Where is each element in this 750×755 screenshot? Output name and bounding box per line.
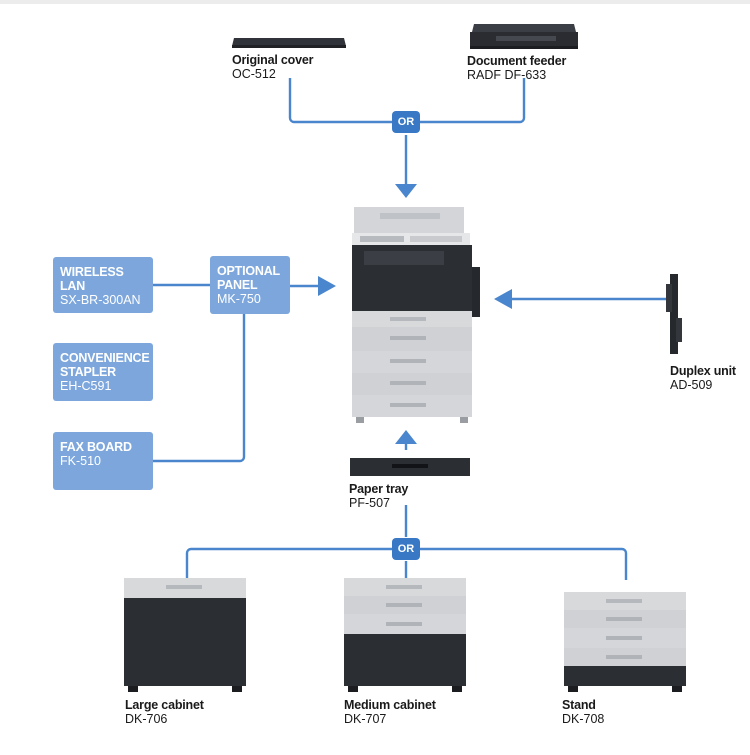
duplex-unit-label: Duplex unit AD-509: [670, 364, 736, 392]
arrow-down-to-copier: [395, 184, 417, 198]
duplex-unit-image: [666, 274, 682, 354]
document-feeder-image: [470, 24, 578, 49]
top-strip: [0, 0, 750, 4]
medium-cabinet-image: [344, 578, 466, 692]
paper-tray-label: Paper tray PF-507: [349, 482, 409, 510]
copier-image: [352, 207, 480, 423]
line-document-feeder: [420, 78, 526, 124]
optional-panel-box: OPTIONAL PANEL MK-750: [210, 256, 290, 314]
original-cover-image: [232, 38, 346, 48]
convenience-stapler-box: CONVENIENCE STAPLER EH-C591: [53, 343, 153, 401]
wireless-lan-box: WIRELESS LAN SX-BR-300AN: [53, 257, 153, 313]
top-or-badge: OR: [392, 111, 420, 133]
fax-board-box: FAX BOARD FK-510: [53, 432, 153, 490]
line-fax-to-panel: [153, 312, 246, 463]
large-cabinet-image: [124, 578, 246, 692]
paper-tray-image: [350, 458, 470, 476]
large-cabinet-label: Large cabinet DK-706: [125, 698, 204, 726]
document-feeder-label: Document feeder RADF DF-633: [467, 54, 567, 82]
arrow-left-to-copier: [494, 289, 512, 309]
line-bottom-bus: [185, 547, 628, 580]
original-cover-label: Original cover OC-512: [232, 53, 314, 81]
bottom-or-badge: OR: [392, 538, 420, 560]
stand-label: Stand DK-708: [562, 698, 605, 726]
arrow-up-to-copier: [395, 430, 417, 444]
medium-cabinet-label: Medium cabinet DK-707: [344, 698, 436, 726]
line-original-cover: [288, 78, 392, 124]
stand-image: [564, 592, 686, 692]
arrow-right-to-copier: [318, 276, 336, 296]
